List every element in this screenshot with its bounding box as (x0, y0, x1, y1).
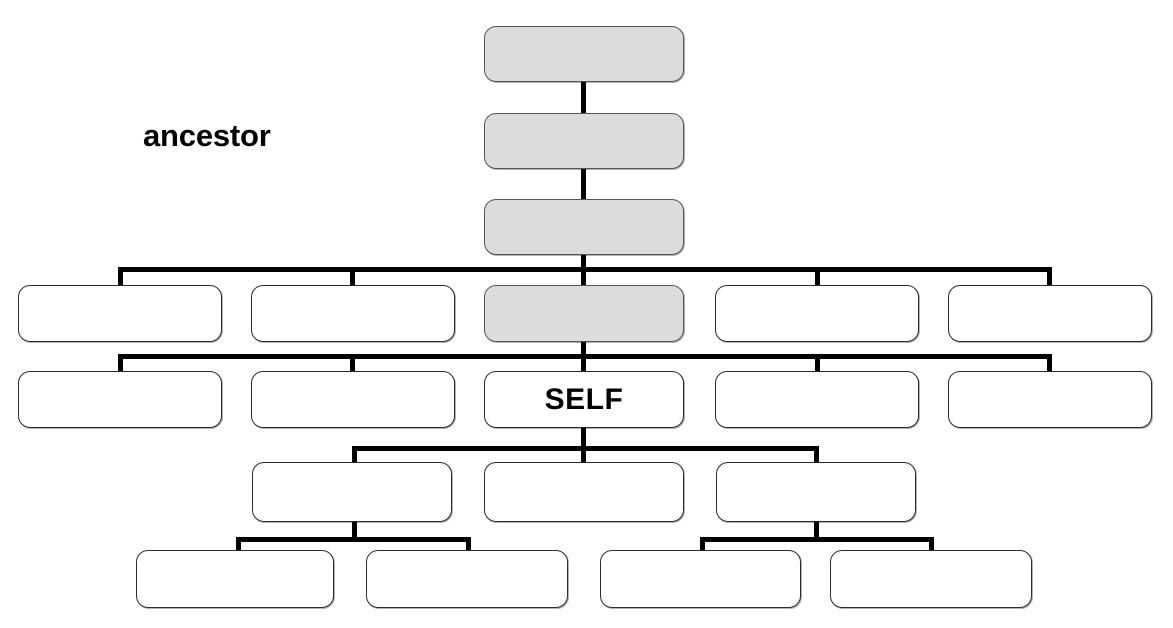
node-parent-and-aunts-uncles-5[interactable] (948, 285, 1152, 342)
connector-bar1-drop-4 (815, 267, 820, 286)
connector-bar1-drop-5 (1047, 267, 1052, 286)
ancestor-caption-label: ancestor (143, 118, 271, 153)
node-great-grandparent-1[interactable] (484, 113, 684, 169)
connector-parent-to-bar2 (581, 341, 586, 356)
connector-bar3-drop-2 (581, 446, 586, 464)
node-self-and-siblings-cousins-2[interactable] (251, 371, 455, 428)
node-parent-and-aunts-uncles-1[interactable] (18, 285, 222, 342)
connector-gen3-to-bar1 (581, 254, 586, 270)
node-parent-and-aunts-uncles-4[interactable] (715, 285, 919, 342)
connector-bar3-drop-1 (352, 446, 357, 464)
node-self-label: SELF (544, 382, 624, 416)
node-great-great-grandparent-1[interactable] (484, 26, 684, 82)
connector-grandchildren-bar-right (700, 537, 934, 542)
node-parent-and-aunts-uncles-3[interactable] (484, 285, 684, 342)
connector-bar2-drop-5 (1047, 354, 1052, 373)
connector-grandchildren-bar-left (236, 537, 471, 542)
connector-gen1-to-gen2 (581, 81, 586, 114)
connector-bar1-drop-1 (118, 267, 123, 286)
node-self-and-siblings-cousins-1[interactable] (18, 371, 222, 428)
node-grandparent-1[interactable] (484, 199, 684, 255)
connector-bar1-drop-3 (581, 267, 586, 286)
node-grandchildren-4[interactable] (830, 550, 1032, 608)
node-self-and-siblings-cousins-4[interactable] (715, 371, 919, 428)
connector-bar3-drop-3 (814, 446, 819, 464)
connector-bar5-drop-2 (929, 537, 934, 552)
connector-bar1-drop-2 (350, 267, 355, 286)
connector-child3-to-bar5 (814, 521, 819, 539)
connector-bar2-drop-3 (581, 354, 586, 373)
connector-gen2-to-gen3 (581, 168, 586, 200)
connector-bar4-drop-2 (466, 537, 471, 552)
node-children-1[interactable] (252, 462, 452, 522)
node-self-and-siblings-cousins-5[interactable] (948, 371, 1152, 428)
connector-child1-to-bar4 (352, 521, 357, 539)
node-children-3[interactable] (716, 462, 916, 522)
connector-bar5-drop-1 (700, 537, 705, 552)
connector-bar2-drop-1 (118, 354, 123, 373)
connector-bar2-drop-2 (350, 354, 355, 373)
node-self[interactable]: SELF (484, 371, 684, 428)
connector-bar2-drop-4 (815, 354, 820, 373)
node-grandchildren-1[interactable] (136, 550, 334, 608)
node-grandchildren-2[interactable] (366, 550, 568, 608)
connector-bar4-drop-1 (236, 537, 241, 552)
connector-self-to-bar3 (581, 427, 586, 447)
node-children-2[interactable] (484, 462, 684, 522)
node-grandchildren-3[interactable] (600, 550, 801, 608)
node-parent-and-aunts-uncles-2[interactable] (251, 285, 455, 342)
